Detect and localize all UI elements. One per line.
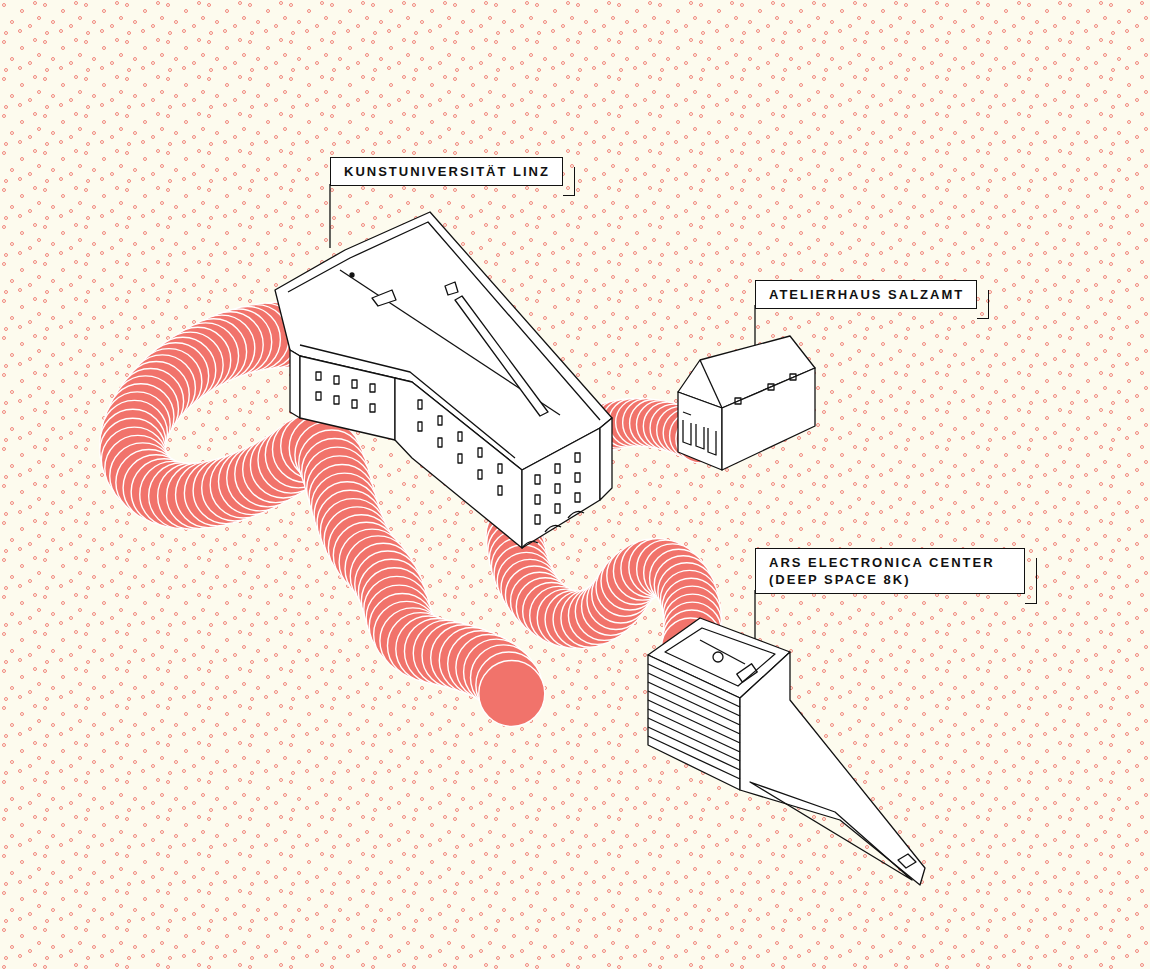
label-text: ATELIERHAUS SALZAMT [769,286,964,303]
label-text: ARS ELECTRONICA CENTER (DEEP SPACE 8K) [769,554,1012,588]
ars-electronica-building [648,618,925,885]
salzamt-building [678,336,815,470]
university-building [275,212,612,548]
tube-ring [479,661,545,727]
label-text: KUNSTUNIVERSITÄT LINZ [344,163,550,180]
label-box: ATELIERHAUS SALZAMT [755,280,977,309]
leader-line [329,184,330,248]
label-box: KUNSTUNIVERSITÄT LINZ [330,157,563,186]
label-box: ARS ELECTRONICA CENTER (DEEP SPACE 8K) [755,548,1025,594]
